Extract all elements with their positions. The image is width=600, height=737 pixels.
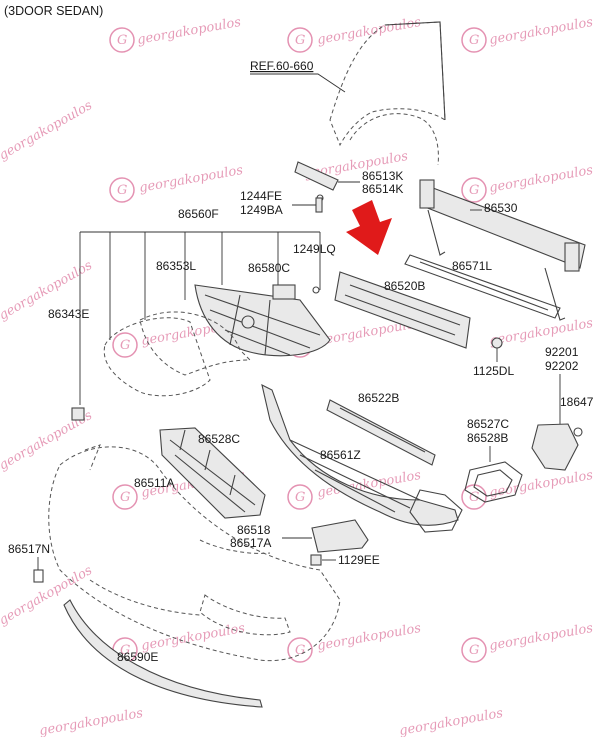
watermark-text: georgakopoulos — [488, 621, 594, 654]
watermark-text: georgakopoulos — [488, 316, 594, 349]
svg-text:G: G — [469, 643, 479, 658]
watermark-text: georgakopoulos — [398, 706, 504, 737]
part-label-86343E: 86343E — [48, 307, 89, 321]
watermark-logo-icon: G — [112, 332, 138, 358]
bracket-part — [294, 161, 339, 213]
bolt-part — [491, 337, 503, 349]
svg-text:G: G — [120, 490, 130, 505]
part-label-86513K: 86513K — [362, 169, 403, 183]
lower-grille-strip-part — [326, 399, 436, 466]
label-tree-86560F — [79, 231, 321, 405]
front-bumper-part — [48, 444, 341, 662]
lower-grille-part — [261, 383, 463, 533]
part-label-86561Z: 86561Z — [320, 448, 361, 462]
svg-text:G: G — [295, 33, 305, 48]
watermark-text: georgakopoulos — [488, 15, 594, 48]
part-label-86560F: 86560F — [178, 207, 219, 221]
watermark-logo-icon: G — [287, 637, 313, 663]
part-label-1249BA: 1249BA — [240, 203, 283, 217]
side-clip-part — [71, 407, 85, 421]
part-label-1249LQ: 1249LQ — [293, 242, 336, 256]
watermark-logo-icon: G — [461, 637, 487, 663]
part-label-86353L: 86353L — [156, 259, 196, 273]
svg-text:G: G — [469, 490, 479, 505]
svg-text:G: G — [295, 643, 305, 658]
grille-insert-part — [159, 427, 266, 519]
watermark-logo-icon: G — [461, 27, 487, 53]
part-label-86527C: 86527C — [467, 417, 509, 431]
reference-label: REF.60-660 — [250, 59, 314, 73]
lower-reinforcement-part — [404, 254, 561, 319]
watermark-text: georgakopoulos — [316, 15, 422, 48]
energy-absorber-part — [334, 271, 471, 349]
watermark-text: georgakopoulos — [0, 98, 95, 164]
watermark-text: georgakopoulos — [38, 706, 144, 737]
watermark-logo-icon: G — [109, 27, 135, 53]
part-label-86528C: 86528C — [198, 432, 240, 446]
svg-text:G: G — [117, 183, 127, 198]
fog-lamp-part — [531, 423, 583, 471]
part-label-1244FE: 1244FE — [240, 189, 282, 203]
bumper-beam-part — [419, 179, 586, 321]
svg-text:G: G — [117, 33, 127, 48]
part-label-86517A: 86517A — [230, 536, 271, 550]
lower-lip-part — [63, 599, 263, 708]
tow-hook-cover-part — [33, 569, 44, 583]
watermark-text: georgakopoulos — [488, 163, 594, 196]
reference-leader — [250, 73, 346, 93]
part-label-1125DL: 1125DL — [473, 364, 514, 378]
watermark-logo-icon: G — [287, 27, 313, 53]
part-label-86511A: 86511A — [134, 476, 174, 490]
part-label-18647: 18647 — [560, 395, 594, 409]
part-label-86522B: 86522B — [358, 391, 399, 405]
part-label-86590E: 86590E — [117, 650, 158, 664]
part-label-86520B: 86520B — [384, 279, 425, 293]
fender-reference-part — [329, 21, 446, 166]
watermark-text: georgakopoulos — [138, 163, 244, 196]
watermark-logo-icon: G — [109, 177, 135, 203]
watermark-text: georgakopoulos — [136, 15, 242, 48]
part-label-86514K: 86514K — [362, 182, 403, 196]
watermark-logo-icon: G — [112, 484, 138, 510]
watermark-logo-icon: G — [461, 484, 487, 510]
watermark-logo-icon: G — [461, 177, 487, 203]
svg-text:G: G — [469, 33, 479, 48]
watermark-logo-icon: G — [287, 484, 313, 510]
part-label-92201: 92201 — [545, 345, 579, 359]
part-label-86517N: 86517N — [8, 542, 50, 556]
part-label-86571L: 86571L — [452, 259, 492, 273]
grille-part — [194, 284, 331, 357]
svg-text:G: G — [120, 643, 130, 658]
grille-surround-part — [103, 317, 211, 397]
direction-arrow-icon — [346, 200, 392, 255]
watermark-text: georgakopoulos — [140, 621, 246, 654]
part-label-1129EE: 1129EE — [338, 553, 380, 567]
fog-lamp-cover-part — [464, 461, 523, 503]
header-title: (3DOOR SEDAN) — [4, 4, 103, 18]
part-label-86530: 86530 — [484, 201, 518, 215]
part-label-86528B: 86528B — [467, 431, 508, 445]
svg-text:G: G — [120, 338, 130, 353]
svg-text:G: G — [295, 490, 305, 505]
part-label-86518: 86518 — [237, 523, 271, 537]
bumper-bracket-part — [310, 519, 369, 566]
svg-text:G: G — [469, 183, 479, 198]
part-label-92202: 92202 — [545, 359, 579, 373]
part-label-86580C: 86580C — [248, 261, 290, 275]
